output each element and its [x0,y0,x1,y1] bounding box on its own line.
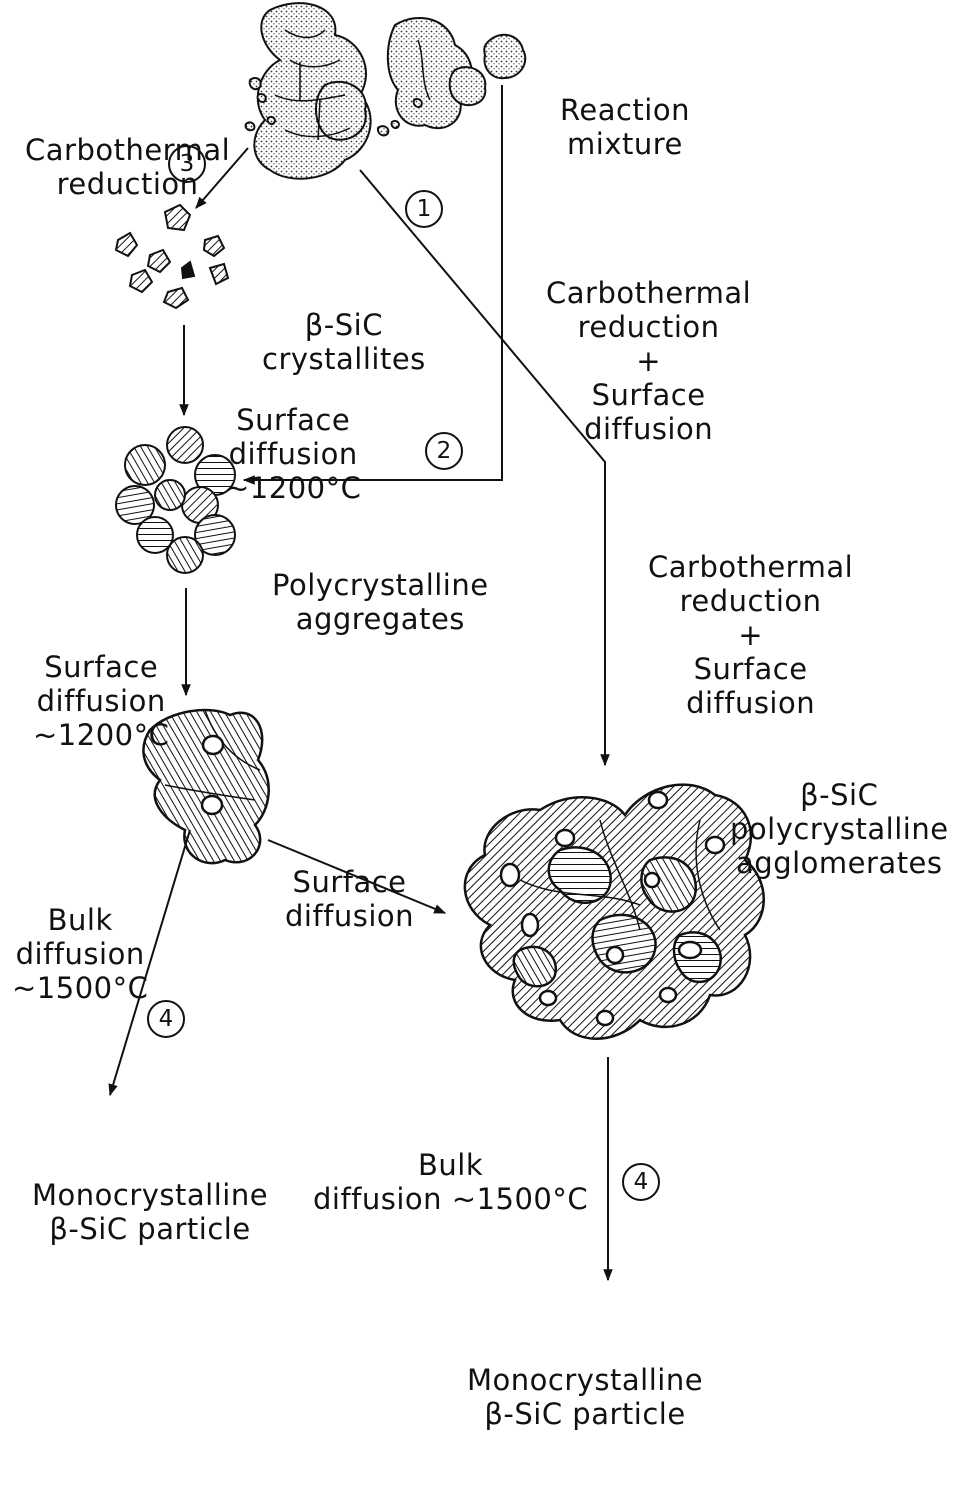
mixture-grain-lines [274,29,431,141]
sic-agglomerates-cluster [463,783,765,1040]
polycrystalline-aggregates [115,426,236,574]
arrow-surface-diffusion [267,839,447,914]
route-number-2: 2 [425,432,463,470]
sic-crystallites [114,203,230,310]
small-agglomerate [142,708,270,865]
route-number-3: 3 [168,145,206,183]
arrow-route-1 [359,169,610,767]
arrow-route-2 [242,85,503,485]
route-number-4-right: 4 [622,1163,660,1201]
process-arrows [108,85,613,1282]
arrow-route-3 [195,147,249,209]
route-number-1: 1 [405,190,443,228]
route-number-4-left: 4 [147,1000,185,1038]
reaction-mixture-particles [244,2,527,180]
diagram-graphics [108,2,765,1282]
arrow-bulk-diffusion-left [108,829,191,1097]
